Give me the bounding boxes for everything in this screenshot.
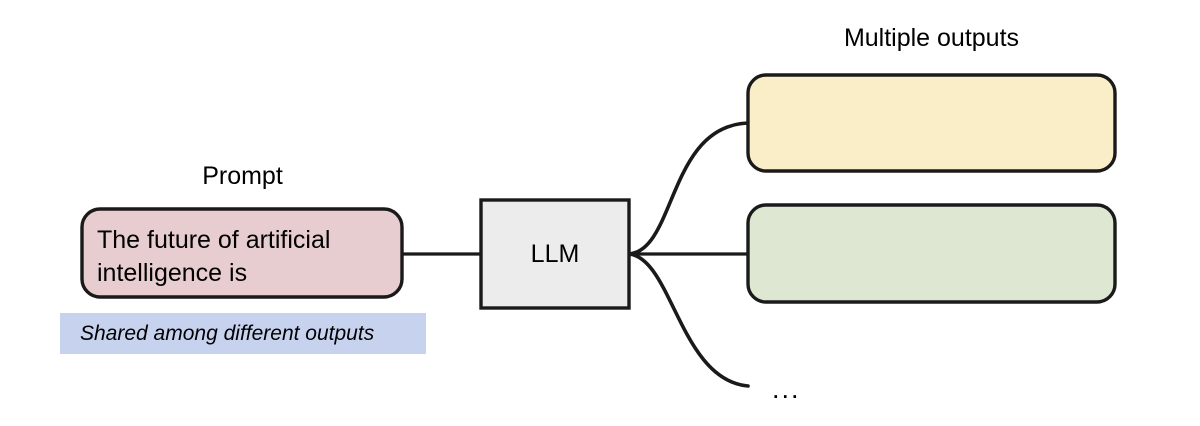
prompt-title: Prompt <box>202 162 283 190</box>
prompt-box[interactable] <box>80 207 404 299</box>
shared-note-badge: Shared among different outputs <box>60 313 426 354</box>
output-box-1[interactable] <box>746 73 1117 173</box>
shared-note-text: Shared among different outputs <box>80 321 375 345</box>
multiple-outputs-title: Multiple outputs <box>843 24 1020 52</box>
output-box-2[interactable] <box>746 203 1117 304</box>
more-outputs-ellipsis: ... <box>772 374 801 404</box>
llm-box-label: LLM <box>530 240 580 268</box>
llm-box[interactable] <box>479 198 631 310</box>
connector-llm-to-output-1 <box>627 121 750 256</box>
connector-llm-to-output-more <box>627 252 750 388</box>
prompt-box-text: The future of artificial intelligence is <box>97 226 331 287</box>
